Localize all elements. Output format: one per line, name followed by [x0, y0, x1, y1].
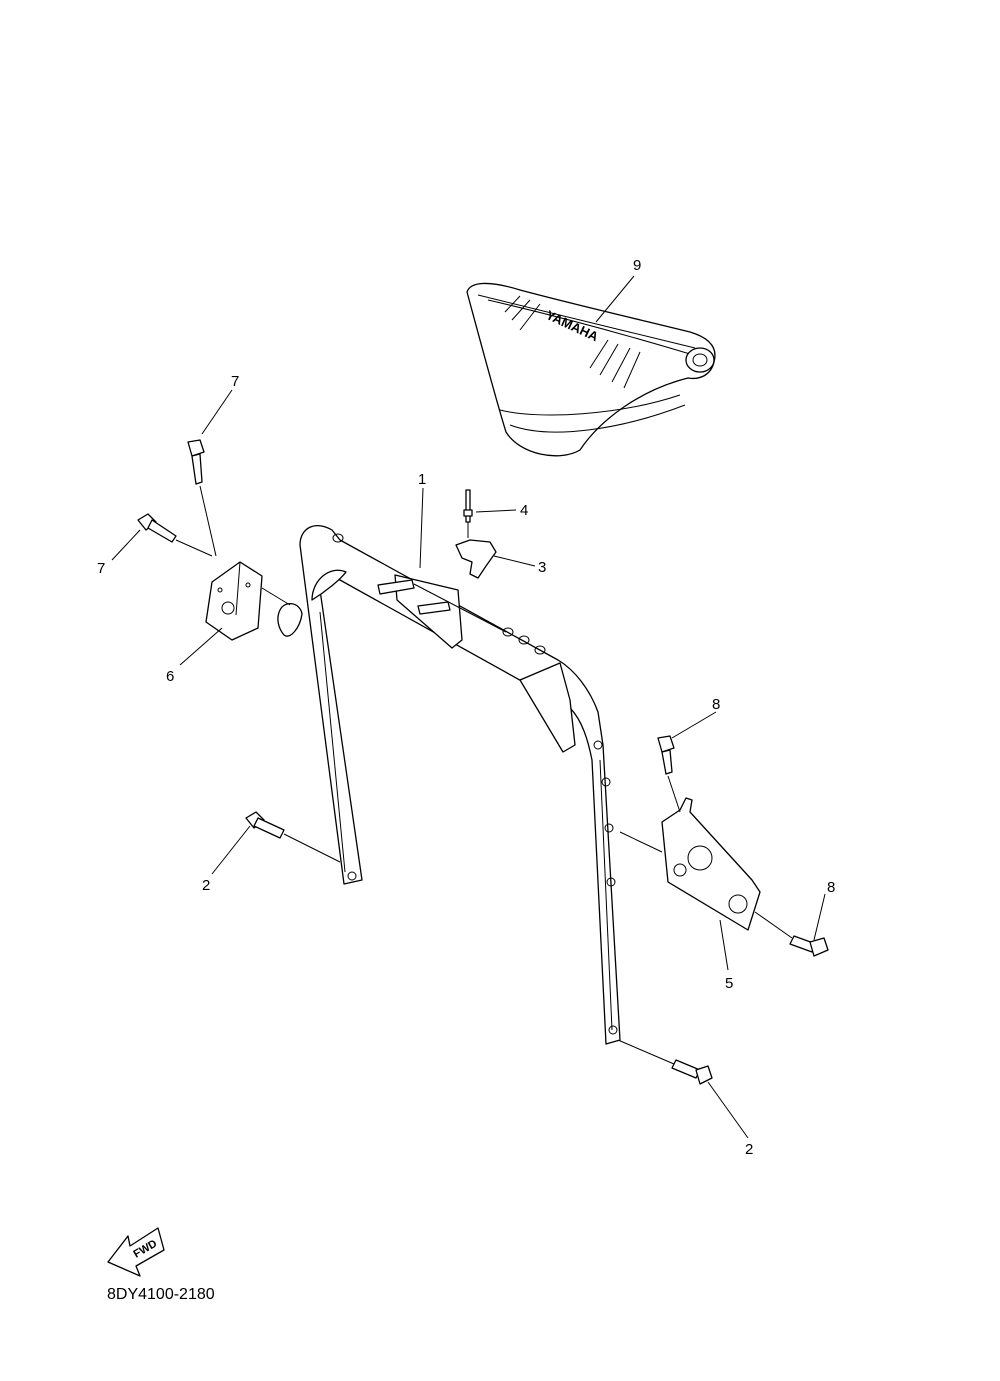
part-4-pin: [463, 489, 473, 523]
part-3-clip: [455, 539, 497, 579]
callout-labels: 9 1 4 3 7 7 6 2 8 8 5 2: [97, 257, 835, 1158]
leader-lines: [111, 275, 826, 1139]
part-code: 8DY4100-2180: [107, 1286, 215, 1303]
bolt-2-left: [245, 811, 285, 839]
callout-7-top: 7: [231, 373, 239, 390]
bolt-7-top: [187, 439, 205, 485]
alignment-lines: [175, 485, 793, 1065]
part-9-handlebar-pad: YAMAHA: [466, 282, 716, 457]
fwd-arrow-icon: FWD: [107, 1227, 165, 1277]
callout-6: 6: [166, 668, 174, 685]
callout-9: 9: [633, 257, 641, 274]
part-1-frame: [299, 525, 621, 1045]
bolt-8-right: [789, 935, 829, 957]
callout-8-top: 8: [712, 696, 720, 713]
callout-3: 3: [538, 559, 546, 576]
bolt-8-top: [657, 735, 675, 775]
callout-1: 1: [418, 471, 426, 488]
part-5-plate-bracket: [661, 797, 761, 931]
callout-4: 4: [520, 502, 528, 519]
bolt-2-right: [671, 1059, 713, 1085]
callout-5: 5: [725, 975, 733, 992]
bolt-7-left: [137, 513, 177, 543]
callout-2-left: 2: [202, 877, 210, 894]
callout-8-right: 8: [827, 879, 835, 896]
callout-2-right: 2: [745, 1141, 753, 1158]
callout-7-left: 7: [97, 560, 105, 577]
part-6-bracket: [205, 561, 303, 641]
